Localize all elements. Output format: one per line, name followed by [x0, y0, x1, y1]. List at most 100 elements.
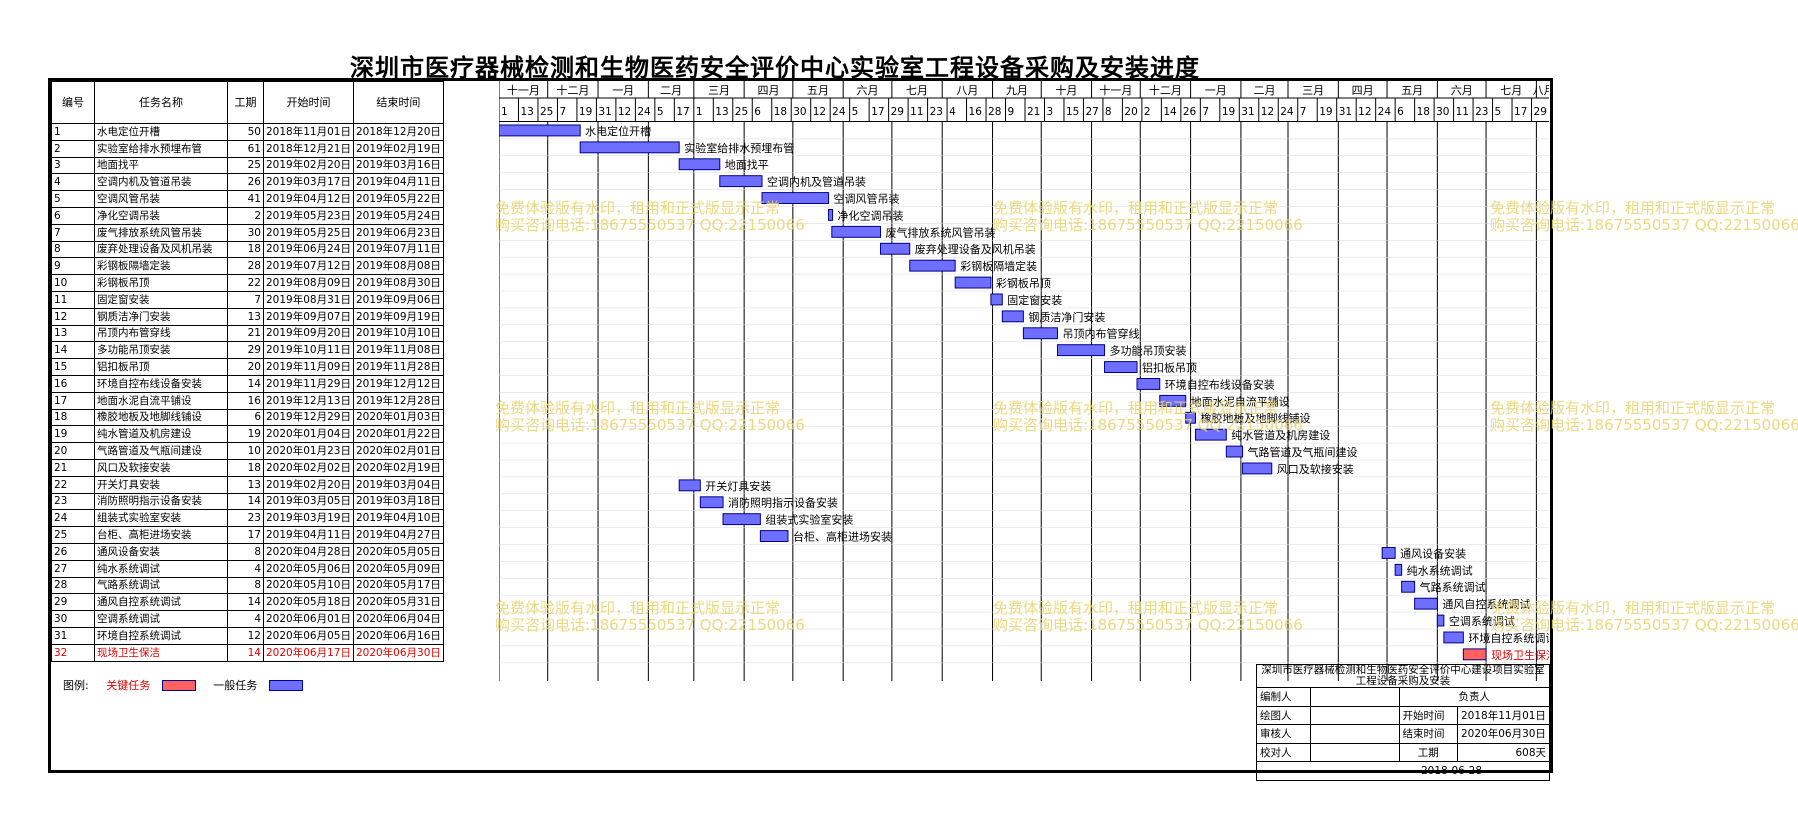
timeline-month-label: 一月	[612, 84, 634, 97]
task-end: 2019年05月22日	[352, 190, 444, 208]
timeline-day-label: 12	[813, 106, 826, 118]
task-name: 现场卫生保洁	[94, 643, 228, 662]
task-name: 固定窗安装	[94, 290, 228, 309]
task-end: 2019年06月23日	[352, 223, 444, 242]
task-end: 2019年12月12日	[352, 374, 444, 393]
timeline-month-label: 六月	[857, 84, 879, 97]
task-start: 2019年08月31日	[263, 290, 354, 309]
task-num: 16	[51, 374, 95, 393]
timeline-day-label: 5	[657, 106, 664, 118]
watermark-line2: 购买咨询电话:18675550537 QQ:22150066	[993, 416, 1303, 434]
task-start: 2019年02月20日	[263, 475, 354, 494]
editor-label: 编制人	[1255, 687, 1312, 707]
task-num: 32	[51, 643, 95, 662]
task-end: 2019年11月08日	[352, 341, 444, 360]
task-num: 2	[51, 139, 95, 158]
task-start: 2019年05月25日	[263, 223, 354, 242]
timeline-day-label: 31	[598, 106, 611, 118]
task-start: 2020年01月04日	[263, 425, 354, 444]
task-duration: 26	[227, 173, 264, 192]
task-duration: 61	[227, 139, 264, 158]
duration-label: 工期	[1398, 742, 1458, 762]
watermark-line2: 购买咨询电话:18675550537 QQ:22150066	[993, 216, 1303, 234]
task-bar-label: 台柜、高柜进场安装	[793, 530, 892, 544]
task-duration: 21	[227, 324, 264, 343]
task-end: 2020年01月03日	[352, 408, 444, 427]
watermark: 免费体验版有水印，租用和正式版显示正常购买咨询电话:18675550537 QQ…	[993, 400, 1303, 434]
timeline-month-label: 四月	[757, 84, 779, 97]
timeline-day-label: 27	[1085, 106, 1098, 118]
task-name: 消防照明指示设备安装	[94, 492, 228, 511]
header-duration: 工期	[227, 81, 264, 124]
checker-label: 校对人	[1255, 742, 1312, 762]
task-bar-label: 多功能吊顶安装	[1110, 344, 1187, 358]
task-end: 2019年09月19日	[352, 307, 444, 326]
watermark-line1: 免费体验版有水印，租用和正式版显示正常	[495, 199, 781, 217]
task-name: 风口及软接安装	[94, 458, 228, 477]
watermark: 免费体验版有水印，租用和正式版显示正常购买咨询电话:18675550537 QQ…	[495, 400, 805, 434]
task-bar	[1022, 327, 1058, 340]
task-end: 2020年05月17日	[352, 576, 444, 595]
timeline-day-label: 25	[540, 106, 553, 118]
watermark-line1: 免费体验版有水印，租用和正式版显示正常	[1490, 599, 1776, 617]
task-num: 18	[51, 408, 95, 427]
watermark: 免费体验版有水印，租用和正式版显示正常购买咨询电话:18675550537 QQ…	[1490, 600, 1798, 634]
task-duration: 23	[227, 509, 264, 528]
task-start: 2019年02月20日	[263, 156, 354, 175]
task-name: 钢质洁净门安装	[94, 307, 228, 326]
task-end: 2019年12月28日	[352, 391, 444, 410]
task-name: 通风设备安装	[94, 542, 228, 561]
task-name: 开关灯具安装	[94, 475, 228, 494]
task-end: 2019年04月10日	[352, 509, 444, 528]
task-duration: 41	[227, 190, 264, 208]
task-num: 24	[51, 509, 95, 528]
legend-general-swatch	[268, 679, 303, 691]
task-end: 2019年07月11日	[352, 240, 444, 259]
task-name: 空调内机及管道吊装	[94, 173, 228, 192]
task-bar-label: 空调系统调试	[1449, 614, 1515, 628]
watermark-line2: 购买咨询电话:18675550537 QQ:22150066	[1490, 216, 1798, 234]
task-bar	[828, 209, 834, 221]
timeline-month-label: 十二月	[556, 83, 589, 97]
task-duration: 18	[227, 240, 264, 259]
task-name: 纯水管道及机房建设	[94, 425, 228, 444]
watermark: 免费体验版有水印，租用和正式版显示正常购买咨询电话:18675550537 QQ…	[1490, 200, 1798, 234]
task-bar-label: 通风自控系统调试	[1442, 597, 1530, 611]
title-block: 深圳市医疗器械检测和生物医药安全评价中心建设项目实验室工程设备采购及安装 编制人…	[1255, 664, 1551, 781]
timeline-day-label: 25	[735, 106, 748, 118]
task-duration: 18	[227, 458, 264, 477]
task-start: 2019年09月20日	[263, 324, 354, 343]
task-end: 2018年12月20日	[352, 123, 444, 141]
watermark: 免费体验版有水印，租用和正式版显示正常购买咨询电话:18675550537 QQ…	[993, 200, 1303, 234]
task-start: 2020年06月17日	[263, 643, 354, 662]
task-bar	[1381, 547, 1396, 559]
drawer-label: 绘图人	[1255, 705, 1312, 725]
task-num: 31	[51, 626, 95, 645]
task-start: 2020年05月10日	[263, 576, 354, 595]
task-bar-label: 纯水系统调试	[1407, 564, 1473, 577]
watermark-line2: 购买咨询电话:18675550537 QQ:22150066	[495, 616, 805, 634]
timeline-month-label: 八月	[1533, 84, 1549, 97]
legend-critical-label: 关键任务	[106, 679, 151, 692]
gantt-chart: 十一月十二月一月二月三月四月五月六月七月八月九月十月十一月十二月一月二月三月四月…	[499, 81, 1549, 681]
task-num: 8	[51, 240, 95, 259]
task-bar-label: 空调风管吊装	[834, 192, 900, 206]
task-name: 净化空调吊装	[94, 206, 228, 225]
task-bar-label: 地面找平	[725, 158, 769, 172]
task-bar	[722, 513, 761, 526]
timeline-day-label: 8	[1105, 106, 1112, 118]
task-num: 25	[51, 526, 95, 544]
timeline-day-label: 29	[1534, 106, 1547, 118]
task-end: 2020年01月22日	[352, 425, 444, 444]
